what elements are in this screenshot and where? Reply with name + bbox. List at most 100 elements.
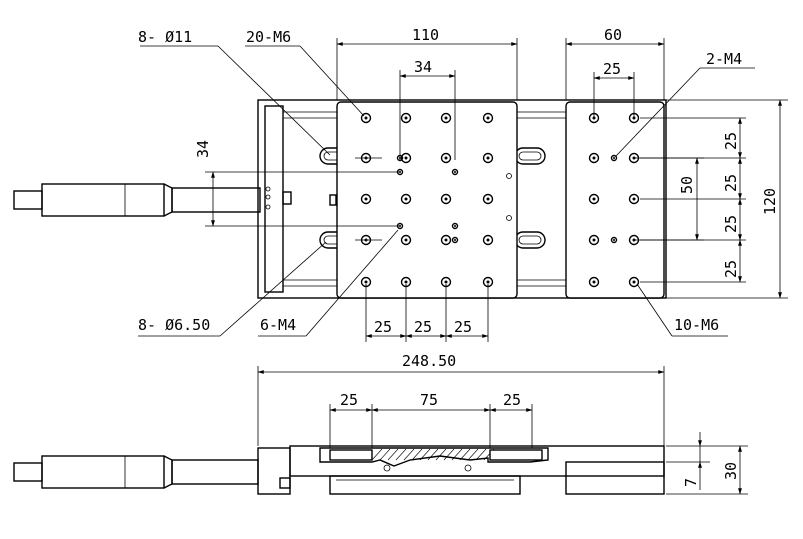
threaded-hole-icon	[588, 276, 600, 288]
hatch-line	[475, 448, 487, 461]
hatch-line	[387, 448, 399, 461]
motor-body	[41, 183, 165, 217]
motor-shaft-housing	[171, 187, 261, 213]
dim-25-c: 25	[722, 215, 740, 233]
threaded-hole-icon	[360, 193, 372, 205]
end-block-side	[257, 447, 291, 495]
hatch-line	[379, 448, 391, 461]
hatch-line	[435, 448, 447, 461]
hole-center-icon	[364, 116, 368, 120]
hatch-line	[403, 448, 415, 461]
threaded-hole-icon	[440, 234, 452, 246]
label-6-m4: 6-M4	[260, 316, 296, 334]
hatch-line	[467, 448, 479, 461]
dim-50: 50	[678, 176, 696, 194]
hole-center-icon	[632, 197, 636, 201]
dim-side-25-left: 25	[340, 391, 358, 409]
threaded-hole-icon	[588, 234, 600, 246]
threaded-hole-icon	[360, 112, 372, 124]
threaded-hole-icon	[482, 112, 494, 124]
hole-center-icon	[486, 116, 490, 120]
dim-side-7: 7	[682, 478, 700, 487]
dim-25-d: 25	[722, 260, 740, 278]
hole-center-icon	[592, 156, 596, 160]
dim-25-bottom-a: 25	[374, 318, 392, 336]
label-10-m6: 10-M6	[674, 316, 719, 334]
dim-25-bottom-b: 25	[414, 318, 432, 336]
hatch-line	[395, 448, 407, 461]
label-holes-11: 8- Ø11	[138, 28, 192, 46]
dim-34-top: 34	[414, 58, 432, 76]
hatch-line	[451, 448, 463, 461]
mounting-slot	[514, 231, 546, 249]
threaded-hole-icon	[588, 193, 600, 205]
label-20-m6: 20-M6	[246, 28, 291, 46]
hole-center-icon	[592, 280, 596, 284]
hole-center-icon	[404, 156, 408, 160]
carriage-plate-small	[565, 101, 665, 299]
threaded-hole-icon	[400, 112, 412, 124]
threaded-hole-icon	[482, 193, 494, 205]
label-holes-650: 8- Ø6.50	[138, 316, 210, 334]
dim-25-top: 25	[603, 60, 621, 78]
side-view: 248.50 25 75 25 30 7	[13, 352, 748, 495]
threaded-hole-icon	[440, 112, 452, 124]
threaded-hole-icon	[628, 193, 640, 205]
dim-110: 110	[412, 26, 439, 44]
hole-center-icon	[454, 225, 456, 227]
threaded-hole-icon	[610, 154, 618, 162]
hole-center-icon	[486, 280, 490, 284]
hole-center-icon	[444, 197, 448, 201]
dim-34-left: 34	[194, 140, 212, 158]
small-hole-icon	[265, 194, 271, 200]
hole-center-icon	[404, 280, 408, 284]
hole-center-icon	[444, 116, 448, 120]
hole-center-icon	[404, 197, 408, 201]
hole-center-icon	[454, 171, 456, 173]
mounting-slot	[514, 147, 546, 165]
threaded-hole-icon	[482, 152, 494, 164]
hole-center-icon	[613, 157, 615, 159]
dim-248-50: 248.50	[402, 352, 456, 370]
hole-center-icon	[444, 156, 448, 160]
small-hole-icon	[265, 204, 271, 210]
small-hole-icon	[265, 186, 271, 192]
section-cut	[319, 447, 549, 467]
side-small-carriage	[565, 461, 665, 495]
hatch-line	[459, 448, 471, 461]
dim-side-30: 30	[722, 462, 740, 480]
top-view: 110 60 34 25 34 120 50	[13, 26, 788, 342]
dim-120: 120	[761, 188, 779, 215]
hole-center-icon	[592, 238, 596, 242]
hole-center-icon	[613, 239, 615, 241]
threaded-hole-icon	[440, 152, 452, 164]
dim-60: 60	[604, 26, 622, 44]
threaded-hole-icon	[451, 236, 459, 244]
hole-center-icon	[486, 197, 490, 201]
threaded-hole-icon	[451, 222, 459, 230]
hole-center-icon	[444, 280, 448, 284]
hole-center-icon	[454, 239, 456, 241]
motor-end-cap	[13, 190, 43, 210]
hatch-line	[443, 448, 455, 461]
threaded-hole-icon	[400, 152, 412, 164]
hatch-line	[427, 448, 439, 461]
hatch-line	[411, 448, 423, 461]
dim-25-a: 25	[722, 132, 740, 150]
hole-center-icon	[404, 116, 408, 120]
hole-center-icon	[444, 238, 448, 242]
dim-25-bottom-c: 25	[454, 318, 472, 336]
hole-grid-large	[360, 112, 494, 288]
hole-center-icon	[486, 238, 490, 242]
hatch-line	[371, 448, 383, 461]
label-2-m4: 2-M4	[706, 50, 742, 68]
hole-center-icon	[404, 238, 408, 242]
dim-25-b: 25	[722, 174, 740, 192]
hole-center-icon	[592, 197, 596, 201]
side-bottom-rail	[329, 475, 521, 495]
threaded-hole-icon	[482, 234, 494, 246]
threaded-hole-icon	[400, 234, 412, 246]
threaded-hole-icon	[628, 276, 640, 288]
threaded-hole-icon	[451, 168, 459, 176]
